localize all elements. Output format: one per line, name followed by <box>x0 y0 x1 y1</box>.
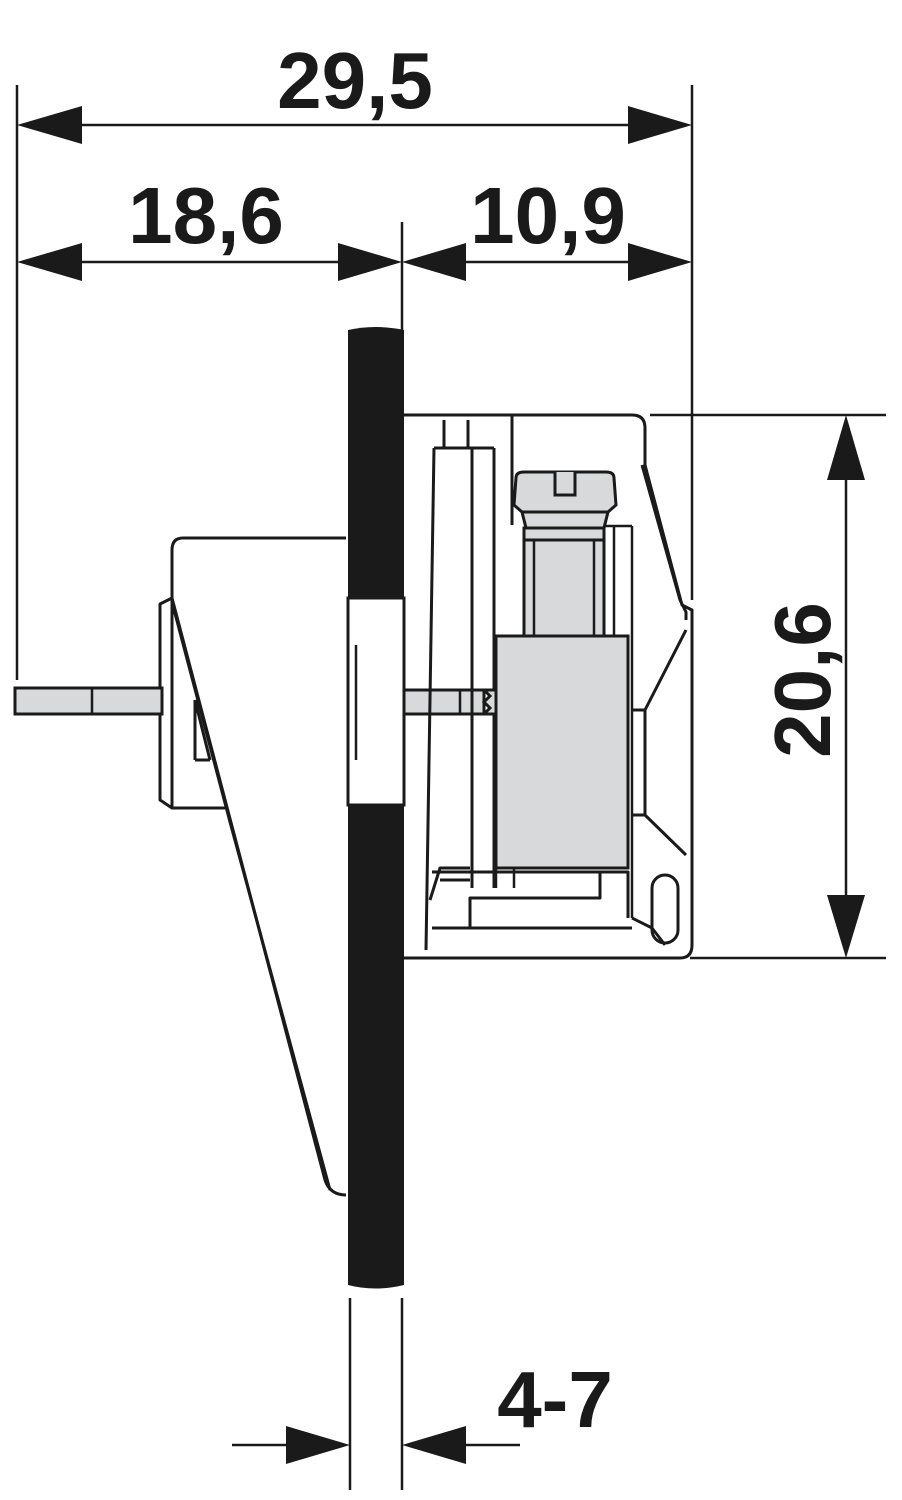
arrowhead-left <box>402 1426 466 1464</box>
arrowhead-top <box>827 415 865 480</box>
arrowhead-left <box>17 106 82 144</box>
arrowhead-left <box>402 243 466 281</box>
arrowhead-right <box>628 243 692 281</box>
arrowhead-bottom <box>827 895 865 958</box>
right-depth-label: 10,9 <box>470 171 626 260</box>
panel-thickness-label: 4-7 <box>497 1355 613 1444</box>
terminal-housing <box>404 413 694 960</box>
arrowhead-left <box>17 243 82 281</box>
overall-width-label: 29,5 <box>277 36 433 125</box>
dimension-left-depth: 18,6 <box>17 171 404 330</box>
dimension-overall-width: 29,5 <box>15 36 694 680</box>
mounting-panel <box>346 327 406 1289</box>
arrowhead-right <box>628 106 692 144</box>
latch-slot <box>650 873 680 945</box>
left-depth-label: 18,6 <box>128 171 284 260</box>
arrowhead-right <box>286 1426 350 1464</box>
dimension-height: 20,6 <box>650 413 886 960</box>
pin-shaft <box>13 686 486 716</box>
dimension-right-depth: 10,9 <box>402 171 692 281</box>
height-label: 20,6 <box>758 602 847 758</box>
dimension-panel-thickness: 4-7 <box>232 1298 613 1490</box>
arrowhead-right <box>338 243 402 281</box>
rear-bracket <box>158 536 347 1197</box>
clamp-body <box>480 634 630 888</box>
